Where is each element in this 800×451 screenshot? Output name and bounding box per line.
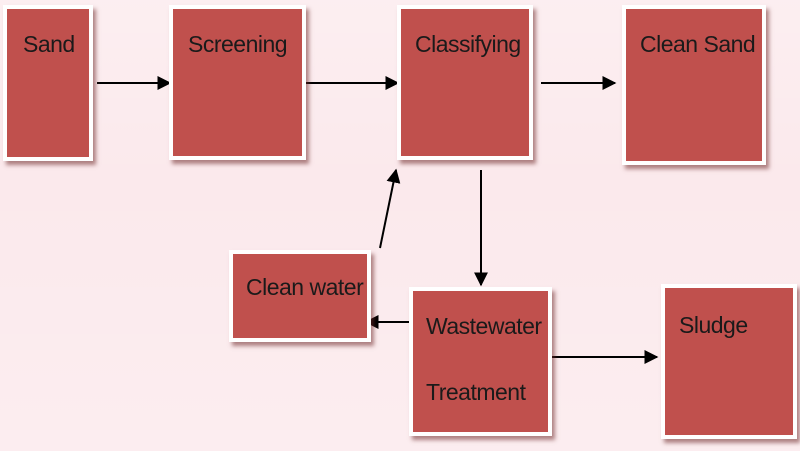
node-clean-water: Clean water [229,250,371,342]
node-screening-label: Screening [188,31,288,57]
arrow-clean-water-to-classifying [379,168,401,249]
node-clean-water-label: Clean water [246,274,364,300]
node-clean-sand: Clean Sand [622,5,766,165]
node-sludge: Sludge [661,284,797,439]
node-classifying-label: Classifying [415,31,521,57]
node-classifying: Classifying [397,5,533,160]
node-wastewater-label-line1: Wastewater [426,313,542,339]
node-wastewater-treatment: Wastewater Treatment [409,287,552,436]
node-clean-sand-label: Clean Sand [640,31,756,57]
node-wastewater-label-line2: Treatment [426,379,526,405]
node-sludge-label: Sludge [679,312,748,338]
node-sand: Sand [3,5,93,161]
node-sand-label: Sand [23,31,75,57]
node-screening: Screening [169,5,306,160]
